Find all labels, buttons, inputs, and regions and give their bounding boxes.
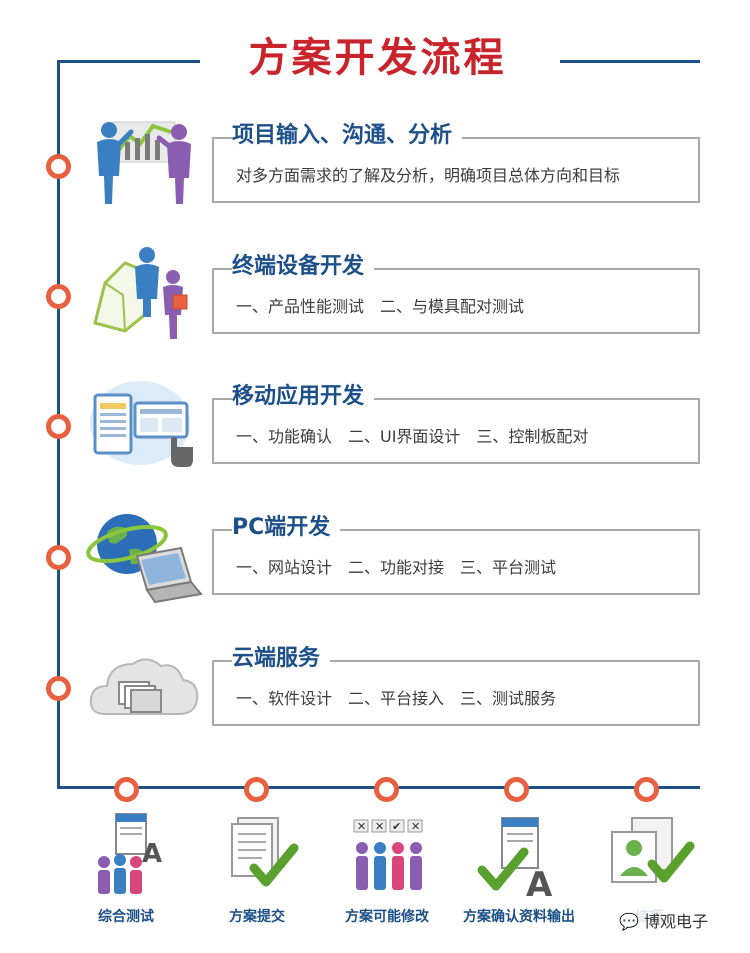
timeline-dot [46,154,71,179]
bottom-step-label: 方案可能修改 [345,909,429,925]
step-title: 项目输入、沟通、分析 [232,122,463,150]
timeline-dot [374,777,399,802]
globe-laptop-icon [86,514,203,604]
frame-top-right-line [560,60,700,63]
bottom-step-label: 方案确认资料输出 [463,909,575,925]
document-check-icon [231,817,299,887]
svg-text:✕: ✕ [357,820,366,833]
timeline-dot [504,777,529,802]
svg-text:✕: ✕ [375,820,384,833]
step-title: 移动应用开发 [232,383,375,411]
timeline-dot [46,414,71,439]
document-output-icon: A [477,817,553,904]
timeline-dot [114,777,139,802]
meeting-people-chart-icon [97,121,191,204]
timeline-dot [46,676,71,701]
mobile-app-icon [90,381,193,467]
team-revision-icon: ✕ ✕ ✔ ✕ [353,819,423,890]
step-desc: 一、软件设计 二、平台接入 三、测试服务 [236,689,557,708]
timeline-dot [46,545,71,570]
svg-text:✕: ✕ [411,820,420,833]
wechat-icon: 💬 [619,912,639,931]
bottom-step-label: 综合测试 [98,909,154,925]
svg-text:A: A [526,865,553,904]
project-complete-icon [611,817,695,883]
svg-text:✔: ✔ [392,820,401,833]
cloud-service-icon [89,658,199,715]
step-desc: 一、功能确认 二、UI界面设计 三、控制板配对 [236,427,589,446]
step-title: 终端设备开发 [232,253,375,281]
step-desc: 一、网站设计 二、功能对接 三、平台测试 [236,558,557,577]
step-title: 云端服务 [232,645,331,673]
document-team-icon: A [98,813,162,894]
frame-top-left-line [58,60,200,63]
timeline-dot [46,284,71,309]
bottom-step-label: 方案提交 [229,909,285,925]
step-title: PC端开发 [232,514,341,542]
page-title: 方案开发流程 [248,35,507,81]
step-desc: 对多方面需求的了解及分析，明确项目总体方向和目标 [236,166,621,185]
timeline-dot [634,777,659,802]
svg-text:A: A [142,839,162,869]
watermark-text: 博观电子 [644,912,709,931]
timeline-dot [244,777,269,802]
watermark: 💬 博观电子 [615,908,713,932]
device-development-icon [93,247,188,339]
step-desc: 一、产品性能测试 二、与模具配对测试 [236,297,525,316]
